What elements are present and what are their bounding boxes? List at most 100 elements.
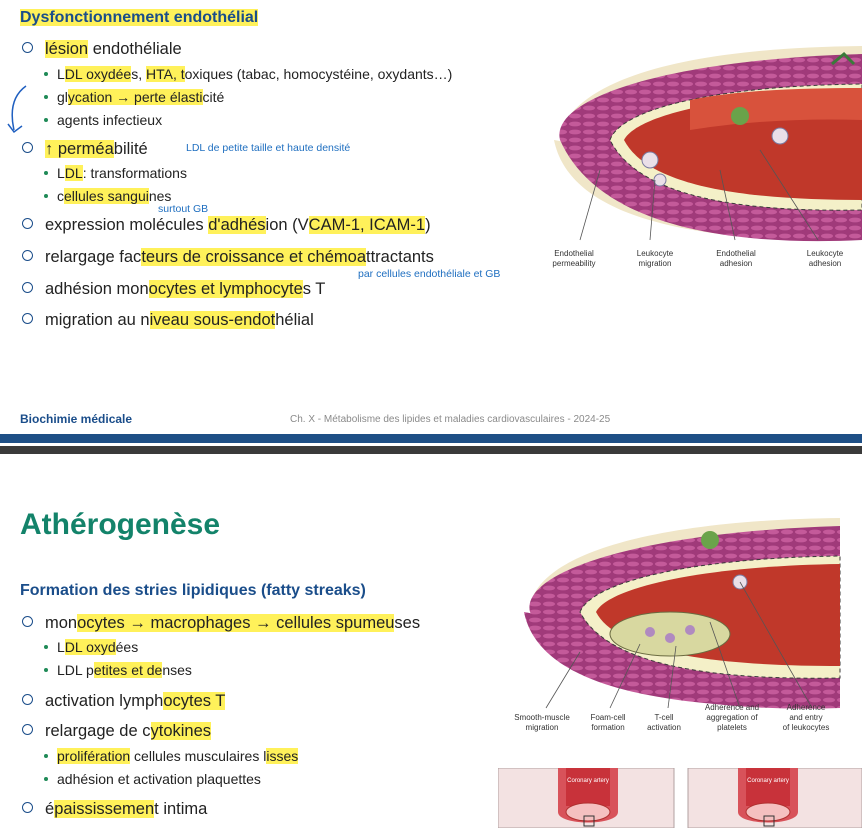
hl: d'adhés [208,216,266,234]
caption-leukocyte-migration-1: Leukocyte [637,249,674,258]
text: t intima [154,800,208,818]
slide-separator [0,434,862,454]
dot-bullet-icon [44,777,48,781]
caption-endothelial-adhesion-2: adhesion [720,259,752,268]
coronary-artery-insets: Coronary artery Coronary artery [498,768,862,828]
caption-leukocyte-migration-2: migration [639,259,672,268]
circle-bullet-icon [22,250,33,261]
hl: DL [64,165,83,181]
circle-bullet-icon [22,282,33,293]
hl: ocytes T [163,692,226,710]
text: oxiques (tabac, homocystéine, oxydants…) [184,66,453,82]
text: gl [57,89,68,105]
text: mon [45,614,78,632]
hl: ocytes et lymphocyte [148,280,303,298]
inset-label-1: Coronary artery [567,778,609,784]
slide1-heading-text: Dysfonctionnement endothélial [20,9,259,26]
dot-bullet-icon [44,171,48,175]
note-ldl-small-dense: LDL de petite taille et haute densité [186,142,351,154]
hl: iveau sous-endot [149,311,276,329]
hl: prolifération [57,748,131,764]
separator-blue-bar [0,434,862,443]
bullet-expression-adhesion: expression molécules d'adhésion (VCAM-1,… [22,216,431,235]
text: relargage fac [45,248,142,266]
caption-leukocytes-3: of leukocytes [783,723,830,732]
sub-adhesion-plaquettes: adhésion et activation plaquettes [44,771,261,787]
text: expression molécules [45,216,209,234]
text: ses [394,614,421,632]
caption-t-cell-2: activation [647,723,681,732]
hl: HTA, t [146,66,185,82]
note-cellules-endotheliales: par cellules endothéliale et GB [358,268,501,280]
footer-course-name: Biochimie médicale [20,412,133,426]
caption-platelets-1: Adherence and [705,703,759,712]
hl: ↑ perméa [45,140,114,158]
text: ion (V [265,216,309,234]
text: LDL p [57,662,94,678]
hl: teurs de croissance et chémoa [141,248,367,266]
text: é [45,800,55,818]
dot-bullet-icon [44,645,48,649]
sub-ldl-oxydees-2: LDL oxydées [44,639,138,655]
artery-illustration-endothelial: Endothelial permeability Leukocyte migra… [552,46,862,268]
caption-leukocyte-adhesion-1: Leukocyte [807,249,844,258]
sub-proliferation: prolifération cellules musculaires lisse… [44,748,299,764]
bullet-relargage-cytokines: relargage de cytokines [22,722,212,741]
text: L [57,639,65,655]
text: relargage de c [45,722,151,740]
dot-bullet-icon [44,95,48,99]
footer-chapter: Ch. X - Métabolisme des lipides et malad… [290,414,611,425]
dot-bullet-icon [44,118,48,122]
text: endothéliale [88,40,182,58]
caption-leukocytes-2: and entry [789,713,822,722]
bullet-relargage-facteurs: relargage facteurs de croissance et chém… [22,248,434,267]
bullet-lesion: lésion endothéliale [22,40,182,59]
text: ) [425,216,431,234]
separator-gap [0,443,862,446]
caption-leukocyte-adhesion-2: adhesion [809,259,841,268]
dot-bullet-icon [44,668,48,672]
circle-bullet-icon [22,724,33,735]
caption-platelets-3: platelets [717,723,747,732]
text: : transformations [82,165,187,181]
caption-leukocytes-1: Adherence [787,703,826,712]
bullet-permeabilite: ↑ perméabilité [22,140,148,159]
hl: ycation → perte élasti [67,89,203,105]
slide-atherogenese: Athérogenèse Formation des stries lipidi… [0,454,862,828]
hl: ellules sangui [64,188,149,204]
circle-bullet-icon [22,694,33,705]
bullet-epaississement: épaississement intima [22,800,207,819]
bullet-adhesion-monocytes: adhésion monocytes et lymphocytes T [22,280,325,299]
text: adhésion et activation plaquettes [57,771,261,787]
bullet-monocytes-macrophages: monocytes → macrophages → cellules spume… [22,614,420,633]
dot-bullet-icon [44,754,48,758]
sub-ldl-oxydees: LDL oxydées, HTA, toxiques (tabac, homoc… [44,66,452,82]
dot-bullet-icon [44,194,48,198]
text: L [57,66,65,82]
separator-gray-bar [0,446,862,454]
circle-bullet-icon [22,802,33,813]
caption-foam-cell-2: formation [591,723,624,732]
text: ttractants [366,248,434,266]
sub-glycation: glycation → perte élasticité [44,89,224,105]
text: activation lymph [45,692,164,710]
slide2-title: Athérogenèse [20,508,221,541]
text: ées [115,639,139,655]
hl: lé [45,40,58,58]
circle-bullet-icon [22,42,33,53]
hl: ytokines [150,722,212,740]
text: nes [148,188,172,204]
text: hélial [275,311,314,329]
hl: DL oxyd [64,639,116,655]
hl: sion [57,40,89,58]
text: s T [302,280,326,298]
hl: ocytes → macrophages → cellules spumeu [77,614,395,632]
slide-endothelial-dysfunction: Dysfonctionnement endothélial lésion end… [7,9,862,426]
note-surtout-gb: surtout GB [158,203,209,215]
caption-endothelial-permeability-1: Endothelial [554,249,594,258]
text: bilité [113,140,148,158]
caption-smooth-muscle-1: Smooth-muscle [514,713,570,722]
artery-illustration-fatty-streak: Smooth-muscle migration Foam-cell format… [514,518,841,732]
caption-foam-cell-1: Foam-cell [590,713,625,722]
caption-t-cell-1: T-cell [654,713,673,722]
